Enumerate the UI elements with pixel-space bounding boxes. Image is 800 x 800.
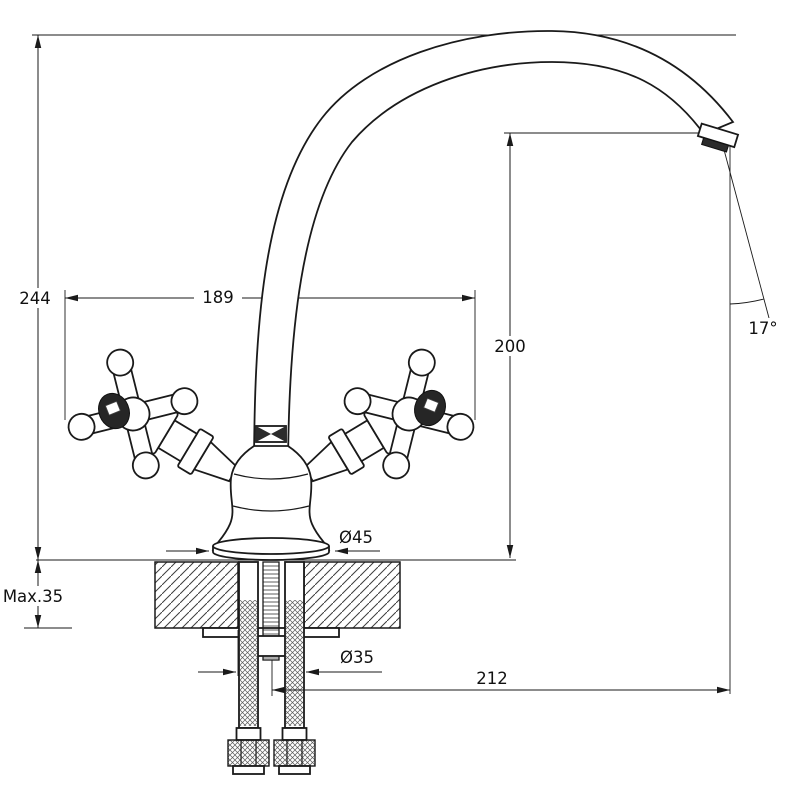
outlet-reach-label: 212 [476, 669, 508, 688]
left-hose-nut [227, 739, 270, 767]
body-joint-line-lower [232, 505, 310, 512]
countertop-section [154, 561, 401, 629]
outlet-angle-line [722, 145, 770, 319]
left-handle-cap-highlight [104, 400, 121, 416]
hole-diameter-label: Ø35 [340, 648, 374, 667]
valve-symbol [255, 425, 287, 443]
left-handle-knob-s [131, 451, 160, 480]
right-handle-knob-e [446, 412, 475, 441]
body-joint-line-upper [233, 473, 309, 480]
outlet-height-label: 200 [494, 337, 526, 356]
left-hose-tip [232, 765, 265, 775]
right-supply-hose [273, 561, 316, 775]
right-handle-knob-n [407, 348, 436, 377]
right-hose-tip [278, 765, 311, 775]
outlet-angle-label: 17° [748, 319, 777, 338]
left-supply-hose [227, 561, 270, 775]
left-handle-knob-n [106, 348, 135, 377]
max-thickness-label: Max.35 [3, 587, 63, 606]
left-hose-braid [240, 600, 257, 726]
right-hose-collar [281, 727, 308, 741]
left-handle-knob-w [67, 412, 96, 441]
right-handle-cap [414, 389, 446, 427]
right-handle-knob-w [343, 387, 372, 416]
faucet-assembly [53, 30, 740, 561]
valve-bowtie [256, 426, 286, 442]
base-diameter-label: Ø45 [339, 528, 373, 547]
aerator [696, 122, 740, 153]
left-hose-collar [235, 727, 262, 741]
aerator-tip [700, 137, 730, 153]
under-counter-hardware [202, 561, 340, 775]
counter-left-block [154, 561, 239, 629]
right-hose-braid [286, 600, 303, 726]
right-handle-knob-s [382, 451, 411, 480]
lower-dimension-lines [198, 660, 730, 696]
dimension-labels: 244 189 200 17° Ø45 Max.35 Ø35 212 [1, 287, 785, 688]
counter-right-block [303, 561, 401, 629]
outlet-angle-arc [729, 298, 765, 305]
left-handle-cap [98, 392, 130, 430]
spout [253, 30, 735, 479]
dimension-lines [24, 34, 770, 694]
total-height-label: 244 [19, 289, 51, 308]
right-handle-cap-highlight [423, 397, 440, 413]
base-flange [212, 537, 330, 561]
handle-span-label: 189 [202, 288, 234, 307]
left-cross-handle[interactable] [53, 334, 213, 494]
left-handle-knob-e [170, 387, 199, 416]
right-hose-nut [273, 739, 316, 767]
